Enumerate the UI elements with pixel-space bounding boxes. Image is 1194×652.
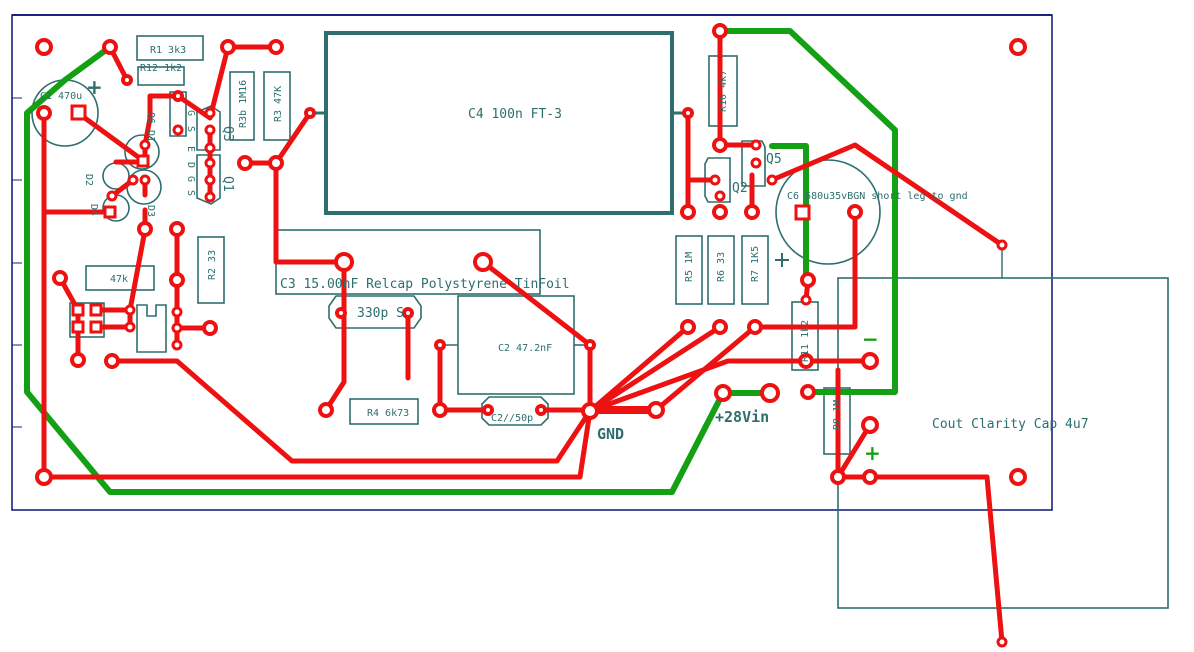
c6-label: C6 680u35vBGN short leg to gnd	[787, 191, 968, 202]
out-plus-sign: +	[864, 441, 881, 465]
trace-d3-connector	[127, 207, 148, 330]
r5-label: R5 1M	[684, 252, 695, 282]
trace-gnd-r11	[587, 358, 873, 414]
q6-pin-s: S	[185, 126, 196, 132]
q1-outline	[196, 154, 221, 205]
trace-q5-c6	[769, 142, 1005, 248]
r7-label: R7 1K5	[750, 246, 761, 282]
c1-label: C1 470u	[40, 91, 82, 102]
c1-plus-sign: +	[86, 75, 103, 99]
cout-capacitor-outline	[837, 277, 1169, 609]
r5-outline	[675, 235, 703, 305]
c4-outline	[324, 31, 674, 215]
c2-label: C2 47.2nF	[498, 343, 552, 354]
trace-c1-d1	[75, 110, 148, 165]
edge-ticks	[12, 97, 22, 428]
r10-label: R10 4k7	[718, 70, 729, 112]
r6-label: R6 33	[716, 252, 727, 282]
q5-green-trace	[769, 143, 809, 283]
q1-pin-s: S	[185, 190, 196, 196]
q3-pin-e: E	[185, 146, 196, 152]
d2-label: D2	[83, 174, 94, 186]
trace-c1-gnd	[41, 110, 593, 480]
q6-label: Q6	[145, 112, 156, 124]
q3-outline	[196, 105, 221, 151]
r8-label: R8 1M	[832, 400, 843, 430]
r4-outline	[349, 398, 419, 425]
q2-outline	[704, 157, 731, 203]
c4-label: C4 100n FT-3	[468, 107, 562, 122]
c2b-label: C2//50p	[491, 413, 533, 424]
r47k-label: 47k	[110, 274, 128, 285]
silkscreen-layer	[31, 31, 881, 455]
trace-gnd-c6	[653, 209, 858, 413]
trace-connector-left	[57, 275, 81, 363]
q1-pin-d: D	[185, 162, 196, 168]
d3-label: D3	[145, 205, 156, 217]
c3-label: C3 15.00nF Relcap Polystyrene TinFoil	[280, 277, 570, 292]
q1-label: Q1	[220, 176, 235, 192]
r3b-outline	[229, 71, 255, 141]
r12-label: R12 1k2	[140, 63, 182, 74]
square-pads	[70, 104, 811, 334]
r4-label: R4 6k73	[367, 408, 409, 419]
trace-q6-q3	[175, 44, 279, 121]
gnd-label: GND	[597, 425, 624, 443]
ic-outline	[136, 304, 167, 353]
trace-ic-gnd	[109, 358, 593, 464]
c330-outline	[328, 295, 422, 329]
r3-label: R3 47K	[273, 86, 284, 122]
vin-label: +28Vin	[715, 408, 769, 426]
d1-outline	[124, 134, 160, 170]
r12-outline	[137, 66, 185, 86]
r11-label: R11 1k2	[800, 320, 811, 362]
q6-pin-g: G	[185, 110, 196, 116]
trace-gnd-r5	[587, 324, 691, 414]
vin-trace-loop	[24, 44, 726, 495]
cout-label: Cout Clarity Cap 4u7	[932, 417, 1089, 432]
d4-label: D4	[88, 204, 99, 216]
r10-outline	[708, 55, 738, 127]
trace-d1-q6	[142, 93, 181, 148]
q2-label: Q2	[732, 181, 748, 196]
q5-label: Q5	[766, 152, 782, 167]
q1-pin-g: G	[185, 176, 196, 182]
trace-gnd-r6	[587, 324, 723, 414]
r3-outline	[263, 71, 291, 141]
out-minus-sign: −	[862, 327, 879, 351]
small-pads	[106, 107, 1008, 648]
c6-outline	[775, 159, 881, 265]
round-pads	[35, 23, 1027, 486]
red-traces	[41, 28, 1005, 645]
trace-output	[835, 474, 1005, 645]
connector-outline	[69, 302, 105, 338]
r47k-outline	[85, 265, 155, 291]
r2-label: R2 33	[207, 250, 218, 280]
r7-outline	[741, 235, 769, 305]
trace-c3-r4	[323, 259, 347, 413]
vin-trace-right	[717, 28, 898, 395]
q3-label: Q3	[220, 126, 235, 142]
r3b-label: R3b 1M16	[238, 80, 249, 128]
r6-outline	[707, 235, 735, 305]
r1-outline	[136, 35, 204, 61]
c330-label: 330p S	[357, 306, 404, 321]
d1-label: D1	[145, 130, 156, 142]
r1-label: R1 3k3	[150, 45, 186, 56]
r2-outline	[197, 236, 225, 304]
trace-r3-c3	[273, 160, 347, 265]
